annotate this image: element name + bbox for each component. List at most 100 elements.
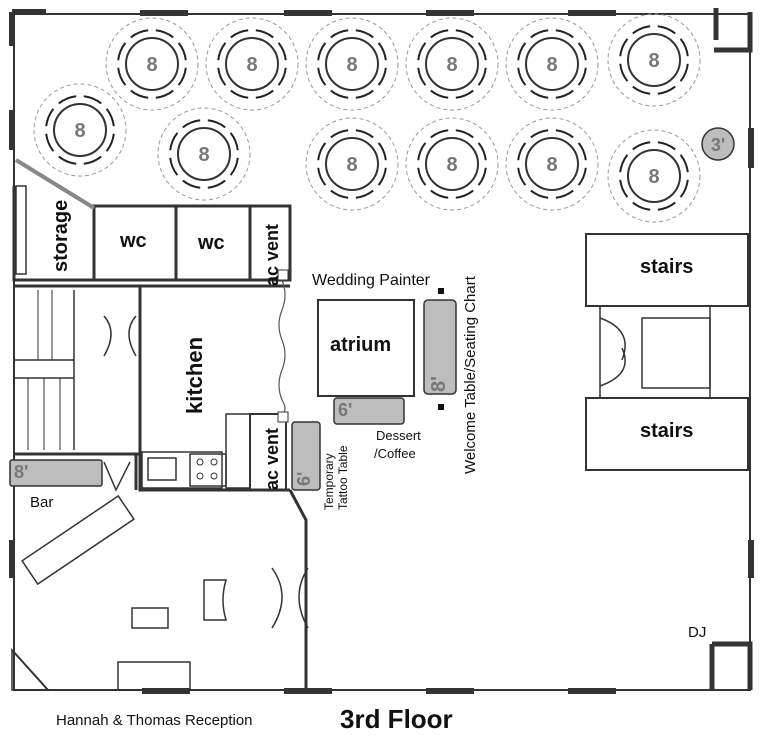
chair <box>679 179 689 198</box>
chair <box>317 167 327 186</box>
chair <box>417 67 427 86</box>
wc-label-1: wc <box>120 230 147 252</box>
chair <box>555 29 574 39</box>
floor-title: 3rd Floor <box>340 704 453 734</box>
round-table[interactable]: 8 <box>33 83 127 177</box>
chair <box>657 141 676 151</box>
wedding-painter-label: Wedding Painter <box>312 272 430 289</box>
round-table-label: 8 <box>198 144 209 166</box>
round-table[interactable]: 8 <box>105 17 199 111</box>
round-table-label: 8 <box>648 166 659 188</box>
chair <box>455 129 474 139</box>
chair <box>455 29 474 39</box>
chair <box>530 189 549 199</box>
chair <box>632 141 651 151</box>
chair <box>455 89 474 99</box>
outer-walls <box>9 8 754 694</box>
chair <box>417 142 427 161</box>
chair <box>517 67 527 86</box>
chair <box>530 129 549 139</box>
chair <box>105 133 115 152</box>
bar-furniture <box>9 459 228 691</box>
chair <box>417 167 427 186</box>
dessert-label-line1: Dessert <box>376 428 421 443</box>
chair <box>355 29 374 39</box>
chair <box>477 142 487 161</box>
round-table-label: 8 <box>546 54 557 76</box>
small-round-table[interactable] <box>701 127 735 161</box>
chair <box>130 29 149 39</box>
chair <box>277 67 287 86</box>
chair <box>177 42 187 61</box>
tattoo-label-line2: Tattoo Table <box>336 445 350 511</box>
chair <box>530 29 549 39</box>
chair <box>317 42 327 61</box>
chair <box>530 89 549 99</box>
tattoo-label-line1: Temporary <box>322 453 336 510</box>
round-table[interactable]: 8 <box>305 117 399 211</box>
chair <box>377 142 387 161</box>
round-table-label: 8 <box>546 154 557 176</box>
chair <box>619 154 629 173</box>
chair <box>355 189 374 199</box>
round-table[interactable]: 8 <box>205 17 299 111</box>
chair <box>155 29 174 39</box>
chair <box>477 167 487 186</box>
atrium-area <box>291 288 457 491</box>
chair <box>330 129 349 139</box>
chair <box>417 42 427 61</box>
chair <box>430 129 449 139</box>
chair <box>577 142 587 161</box>
storage-label: storage <box>50 199 72 272</box>
chair <box>45 108 55 127</box>
chair <box>117 42 127 61</box>
chair <box>177 67 187 86</box>
chair <box>355 129 374 139</box>
chair <box>377 42 387 61</box>
chair <box>657 25 676 35</box>
atrium-label: atrium <box>330 334 392 356</box>
chair <box>632 25 651 35</box>
chair <box>330 89 349 99</box>
chair <box>577 67 587 86</box>
chair <box>679 154 689 173</box>
chair <box>377 67 387 86</box>
chair <box>317 67 327 86</box>
chair <box>317 142 327 161</box>
round-table[interactable]: 8 <box>305 17 399 111</box>
welcome-table-label: Welcome Table/Seating Chart <box>462 276 479 474</box>
round-table[interactable]: 8 <box>505 117 599 211</box>
round-table[interactable]: 8 <box>505 17 599 111</box>
chair <box>330 189 349 199</box>
round-table-label: 8 <box>648 50 659 72</box>
round-table[interactable]: 8 <box>405 117 499 211</box>
chair <box>477 42 487 61</box>
round-table[interactable]: 8 <box>607 13 701 107</box>
dessert-label-line2: /Coffee <box>374 446 416 461</box>
chair <box>217 42 227 61</box>
chair <box>577 42 587 61</box>
chair <box>105 108 115 127</box>
ac-vent-bottom-label: ac vent <box>262 427 282 490</box>
chair <box>632 201 651 211</box>
round-table-label: 8 <box>446 54 457 76</box>
round-table-label: 8 <box>346 54 357 76</box>
stairs-top-label: stairs <box>640 256 694 278</box>
stairs-bottom-label: stairs <box>640 420 694 442</box>
round-table[interactable]: 8 <box>607 129 701 223</box>
round-table-label: 8 <box>446 154 457 176</box>
round-table[interactable]: 8 <box>405 17 499 111</box>
round-table[interactable]: 8 <box>157 107 251 201</box>
chair <box>377 167 387 186</box>
chair <box>217 67 227 86</box>
chair <box>679 38 689 57</box>
chair <box>430 29 449 39</box>
chair <box>355 89 374 99</box>
chair <box>230 89 249 99</box>
chair <box>619 179 629 198</box>
bar-label: Bar <box>30 494 54 511</box>
chair <box>182 119 201 129</box>
round-table-label: 8 <box>246 54 257 76</box>
wc-label-2: wc <box>198 232 225 254</box>
